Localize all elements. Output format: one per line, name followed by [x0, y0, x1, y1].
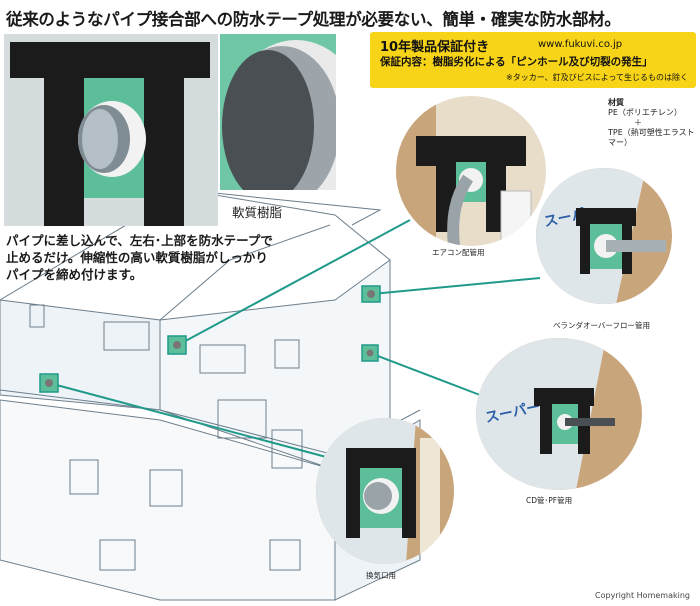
warranty-coverage: 保証内容：樹脂劣化による「ピンホール及び切裂の発生」 [380, 56, 653, 68]
material-plus: ＋ [634, 118, 642, 127]
description-line: パイプに差し込んで、左右･上部を防水テープで [6, 233, 273, 248]
closeup-photo [220, 34, 336, 190]
material-line1: PE（ポリエチレン） [608, 108, 682, 117]
material-spec: 材質 PE（ポリエチレン） ＋ TPE（熱可塑性エラストマー） [608, 98, 700, 148]
material-heading: 材質 [608, 98, 624, 107]
aircon-detail-image [396, 96, 546, 246]
product-photo [4, 34, 218, 226]
copyright: Copyright Homemaking [595, 591, 690, 600]
warranty-note: ※タッカー、釘及びビスによって生じるものは除く [506, 73, 688, 82]
material-line2: TPE（熱可塑性エラストマー） [608, 128, 695, 147]
description-line: 止めるだけ。伸縮性の高い軟質樹脂がしっかり [6, 250, 268, 265]
description-line: パイプを締め付けます。 [6, 267, 143, 282]
veranda-label: ベランダオーバーフロー管用 [553, 321, 650, 330]
warranty-box: 10年製品保証付き www.fukuvi.co.jp 保証内容：樹脂劣化による「… [370, 32, 696, 88]
warranty-url: www.fukuvi.co.jp [538, 39, 623, 50]
vent-detail-image [316, 418, 454, 564]
warranty-title: 10年製品保証付き [380, 40, 490, 55]
veranda-detail-image: スーパー [536, 168, 672, 304]
cdpf-detail-image: スーパー [476, 338, 642, 490]
description: パイプに差し込んで、左右･上部を防水テープで 止めるだけ。伸縮性の高い軟質樹脂が… [6, 232, 273, 283]
headline: 従来のようなパイプ接合部への防水テープ処理が必要ない、簡単・確実な防水部材。 [6, 10, 621, 29]
aircon-label: エアコン配管用 [432, 248, 485, 257]
cdpf-label: CD管･PF管用 [526, 496, 573, 505]
vent-label: 換気口用 [366, 571, 396, 580]
soft-resin-label: 軟質樹脂 [232, 205, 283, 220]
